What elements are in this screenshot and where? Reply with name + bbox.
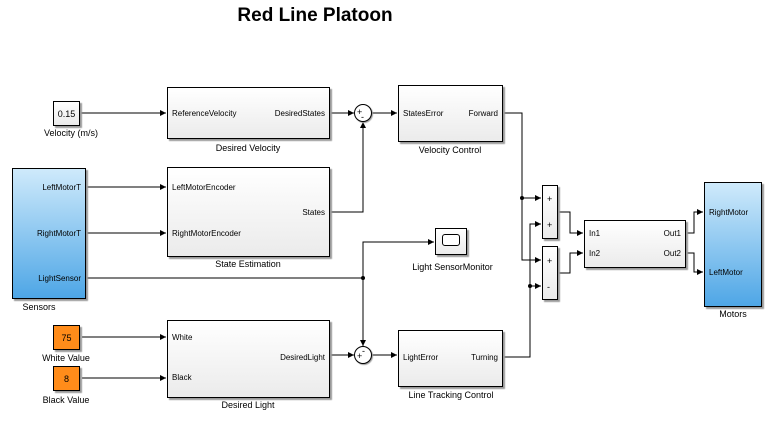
port-right-motor-t: RightMotorT xyxy=(36,229,81,238)
port-out1: Out1 xyxy=(663,229,681,238)
black-value-label: Black Value xyxy=(42,395,90,405)
sum-sub-sign-2: - xyxy=(547,282,550,292)
velocity-sum-minus: - xyxy=(361,112,364,122)
velocity-constant-label: Velocity (m/s) xyxy=(43,128,98,138)
port-left-motor: LeftMotor xyxy=(709,268,743,277)
wire-out2 xyxy=(686,252,703,275)
port-light-error: LightError xyxy=(403,353,439,362)
port-in2: In2 xyxy=(589,249,601,258)
wire-out1 xyxy=(686,209,703,234)
port-white: White xyxy=(172,333,193,342)
port-states-error: StatesError xyxy=(403,109,444,118)
velocity-control-label: Velocity Control xyxy=(418,145,482,155)
scope-icon xyxy=(442,234,460,246)
light-sum-block[interactable]: + - xyxy=(354,346,372,364)
sum-add-block[interactable]: + + xyxy=(542,185,558,239)
white-value-number: 75 xyxy=(61,332,72,343)
sensors-block[interactable]: LeftMotorT RightMotorT LightSensor xyxy=(12,168,86,299)
port-reference-velocity: ReferenceVelocity xyxy=(172,109,237,118)
wire-turning-branch xyxy=(529,221,541,286)
port-left-motor-t: LeftMotorT xyxy=(42,183,81,192)
black-value-number: 8 xyxy=(63,373,69,384)
light-sum-plus: + xyxy=(357,351,363,361)
port-black: Black xyxy=(172,373,192,382)
line-tracking-control-block[interactable]: LightError Turning xyxy=(398,330,503,387)
diagram-title: Red Line Platoon xyxy=(237,5,393,26)
sensors-label: Sensors xyxy=(22,302,56,312)
black-value-block[interactable]: 8 xyxy=(53,366,80,391)
desired-velocity-block[interactable]: ReferenceVelocity DesiredStates xyxy=(167,87,330,139)
velocity-constant-block[interactable]: 0.15 xyxy=(53,101,80,126)
port-light-sensor: LightSensor xyxy=(38,274,81,283)
wire-forward xyxy=(503,112,541,263)
light-sensor-monitor-block[interactable] xyxy=(435,228,467,255)
wire-light-monitor xyxy=(362,239,434,278)
motors-label: Motors xyxy=(719,309,747,319)
state-estimation-label: State Estimation xyxy=(215,259,281,269)
mixer-subsystem-block[interactable]: In1 In2 Out1 Out2 xyxy=(584,220,686,268)
velocity-sum-block[interactable]: + - xyxy=(354,104,372,122)
wire-sum-add-out xyxy=(558,211,583,236)
light-sensor-monitor-label: Light SensorMonitor xyxy=(412,262,493,272)
port-turning: Turning xyxy=(471,353,498,362)
sum-sub-block[interactable]: + - xyxy=(542,246,558,300)
wire-states xyxy=(330,122,366,213)
velocity-sum-plus: + xyxy=(357,107,363,117)
state-estimation-block[interactable]: LeftMotorEncoder RightMotorEncoder State… xyxy=(167,167,330,257)
port-out2: Out2 xyxy=(663,249,681,258)
white-value-block[interactable]: 75 xyxy=(53,325,80,350)
wire-sum-sub-out xyxy=(558,250,583,274)
light-sum-minus: - xyxy=(362,346,365,356)
sum-sub-sign-1: + xyxy=(547,256,553,266)
velocity-constant-value: 0.15 xyxy=(57,108,76,119)
line-tracking-control-label: Line Tracking Control xyxy=(408,390,494,400)
port-in1: In1 xyxy=(589,229,601,238)
white-value-label: White Value xyxy=(42,353,90,363)
motors-block[interactable]: RightMotor LeftMotor xyxy=(704,182,762,307)
wire-turning xyxy=(503,283,541,358)
desired-velocity-label: Desired Velocity xyxy=(215,143,281,153)
port-right-motor-encoder: RightMotorEncoder xyxy=(172,229,241,238)
sum-add-sign-1: + xyxy=(547,194,553,204)
port-right-motor: RightMotor xyxy=(709,208,749,217)
velocity-control-block[interactable]: StatesError Forward xyxy=(398,85,503,142)
port-desired-light: DesiredLight xyxy=(280,353,325,362)
desired-light-label: Desired Light xyxy=(221,400,275,410)
sum-add-sign-2: + xyxy=(547,220,553,230)
desired-light-block[interactable]: White Black DesiredLight xyxy=(167,320,330,398)
port-left-motor-encoder: LeftMotorEncoder xyxy=(172,183,236,192)
port-desired-states: DesiredStates xyxy=(274,109,325,118)
port-states: States xyxy=(302,208,325,217)
port-forward: Forward xyxy=(468,109,498,118)
